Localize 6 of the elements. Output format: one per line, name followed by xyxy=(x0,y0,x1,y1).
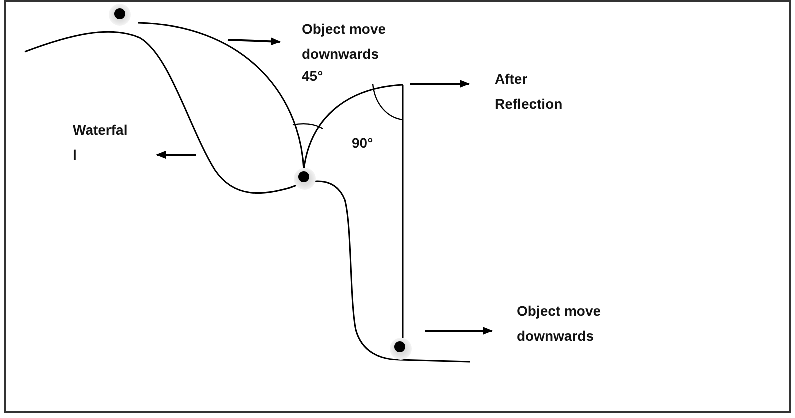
caption-text: After Reflection xyxy=(495,70,564,114)
caption-text: Object move downwards xyxy=(517,302,602,346)
caption-text: Waterfal l xyxy=(73,121,129,165)
angle-label: 45° xyxy=(302,67,324,86)
caption-text: Object move downwards xyxy=(302,20,388,64)
angle-label: 90° xyxy=(352,134,374,153)
